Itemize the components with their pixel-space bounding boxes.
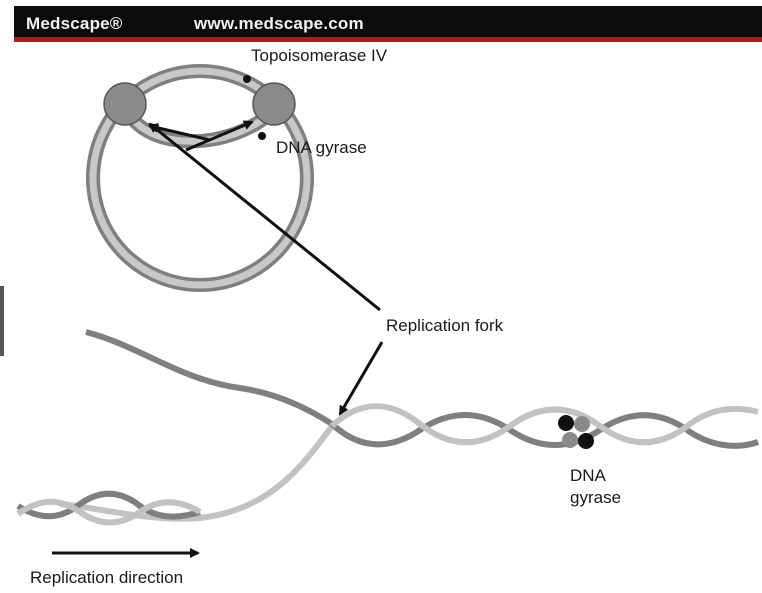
topoisomerase-label: Topoisomerase IV bbox=[251, 46, 387, 66]
fork-circle-left bbox=[104, 83, 146, 125]
gyrase-subunit-3 bbox=[562, 432, 578, 448]
gyrase-label-bottom-line1: DNA bbox=[570, 466, 606, 486]
gyrase-subunit-1 bbox=[558, 415, 574, 431]
replication-fork-label: Replication fork bbox=[386, 316, 503, 336]
gyrase-subunit-2 bbox=[574, 416, 590, 432]
parental-strand-light-lower bbox=[60, 426, 332, 519]
gyrase-subunit-4 bbox=[578, 433, 594, 449]
parental-strand-dark-upper bbox=[86, 332, 332, 424]
gyrase-label-bottom-line2: gyrase bbox=[570, 488, 621, 508]
fork-pointer-arrow bbox=[340, 342, 382, 414]
linear-dna bbox=[18, 332, 758, 523]
circular-chromosome bbox=[93, 71, 307, 285]
replication-direction-label: Replication direction bbox=[30, 568, 183, 588]
gyrase-label-top: DNA gyrase bbox=[276, 138, 367, 158]
fork-circle-right bbox=[253, 83, 295, 125]
topoisomerase-dot bbox=[243, 75, 251, 83]
gyrase-dot-top bbox=[258, 132, 266, 140]
